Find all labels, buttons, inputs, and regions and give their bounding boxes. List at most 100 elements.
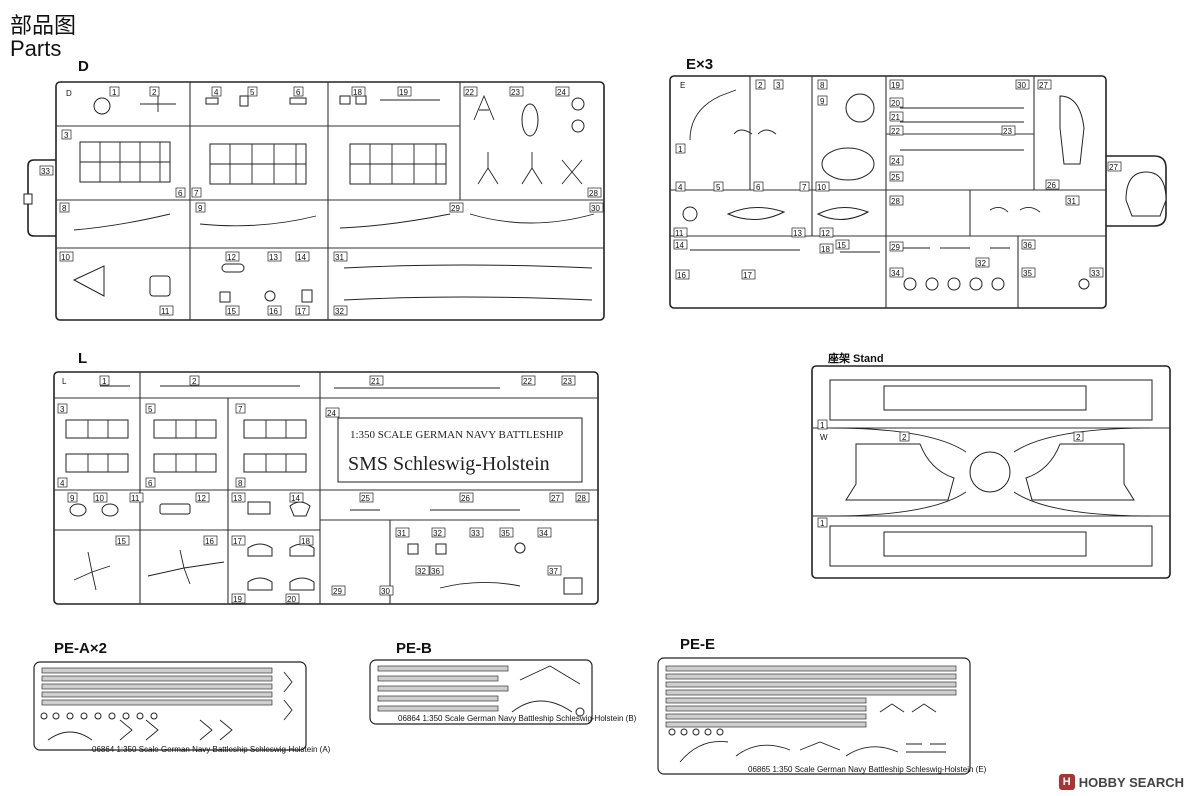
part-d-24: 24 — [557, 88, 566, 97]
part-d-17: 17 — [297, 307, 306, 316]
part-d-29: 29 — [451, 204, 460, 213]
part-e-1: 1 — [678, 145, 683, 154]
pe-label-b: PE-B — [396, 640, 432, 657]
part-l-7: 7 — [238, 405, 243, 414]
watermark-text: HOBBY SEARCH — [1078, 774, 1184, 790]
part-d-23: 23 — [511, 88, 520, 97]
photo-etch-a: 06864 1:350 Scale German Navy Battleship… — [33, 661, 331, 754]
part-e-30: 30 — [1017, 81, 1026, 90]
part-e-29: 29 — [891, 243, 900, 252]
photo-etch-b: 06864 1:350 Scale German Navy Battleship… — [369, 659, 637, 725]
part-d-2: 2 — [152, 88, 157, 97]
part-w-2a: 2 — [902, 433, 907, 442]
part-d-32: 32 — [335, 307, 344, 316]
part-e-11: 11 — [675, 229, 684, 238]
part-d-14: 14 — [297, 253, 306, 262]
part-l-11: 11 — [131, 494, 140, 503]
part-l-6: 6 — [148, 479, 153, 488]
part-e-3: 3 — [776, 81, 781, 90]
part-e-27b: 27 — [1109, 163, 1118, 172]
part-d-3: 3 — [64, 131, 69, 140]
part-e-32: 32 — [977, 259, 986, 268]
part-l-1: 1 — [102, 377, 107, 386]
part-d-11: 11 — [161, 307, 170, 316]
part-e-25: 25 — [891, 173, 900, 182]
part-d-9: 9 — [198, 204, 203, 213]
pe-b-caption: 06864 1:350 Scale German Navy Battleship… — [398, 714, 637, 723]
page-title-en: Parts — [10, 36, 62, 61]
part-l-15: 15 — [117, 537, 126, 546]
part-d-18: 18 — [353, 88, 362, 97]
part-d-13: 13 — [269, 253, 278, 262]
part-d-30: 30 — [591, 204, 600, 213]
part-w-1a: 1 — [820, 421, 825, 430]
part-l-4: 4 — [60, 479, 65, 488]
part-l-30: 30 — [381, 587, 390, 596]
part-e-26: 26 — [1047, 181, 1056, 190]
part-l-22: 22 — [523, 377, 532, 386]
part-e-36: 36 — [1023, 241, 1032, 250]
sprue-label-d: D — [78, 58, 89, 75]
part-l-24: 24 — [327, 409, 336, 418]
part-e-35: 35 — [1023, 269, 1032, 278]
part-l-35: 35 — [501, 529, 510, 538]
part-e-8: 8 — [820, 81, 825, 90]
part-e-4: 4 — [678, 183, 683, 192]
part-e-9: 9 — [820, 97, 825, 106]
sprue-stand: 1 W 2 2 1 — [811, 365, 1171, 579]
part-l-14: 14 — [291, 494, 300, 503]
sprue-l-part-numbers: L 1 2 21 22 23 3 5 7 24 4 6 8 9 10 11 12… — [57, 375, 590, 604]
part-d-8: 8 — [62, 204, 67, 213]
part-d-6b: 6 — [178, 189, 183, 198]
part-e-7: 7 — [802, 183, 807, 192]
hobby-search-logo-icon: H — [1058, 774, 1075, 790]
part-l-16: 16 — [205, 537, 214, 546]
part-d-12: 12 — [227, 253, 236, 262]
sprue-letter-w: W — [820, 433, 828, 442]
part-d-22: 22 — [465, 88, 474, 97]
part-d-16: 16 — [269, 307, 278, 316]
part-e-6: 6 — [756, 183, 761, 192]
part-d-28: 28 — [589, 189, 598, 198]
part-l-9: 9 — [70, 494, 75, 503]
part-l-26: 26 — [461, 494, 470, 503]
part-e-16: 16 — [677, 271, 686, 280]
part-l-12: 12 — [197, 494, 206, 503]
page-title-cn: 部品图 — [10, 13, 77, 38]
part-l-10: 10 — [95, 494, 104, 503]
stand-part-numbers: 1 W 2 2 1 — [817, 419, 1084, 528]
part-l-17: 17 — [233, 537, 242, 546]
part-e-20: 20 — [891, 99, 900, 108]
part-l-32: 32 — [433, 529, 442, 538]
part-l-18: 18 — [301, 537, 310, 546]
part-l-2: 2 — [192, 377, 197, 386]
part-e-5: 5 — [716, 183, 721, 192]
part-l-5: 5 — [148, 405, 153, 414]
part-e-34: 34 — [891, 269, 900, 278]
nameplate-scale-text: 1:350 SCALE GERMAN NAVY BATTLESHIP — [350, 429, 563, 441]
part-d-7: 7 — [194, 189, 199, 198]
part-e-15: 15 — [837, 241, 846, 250]
part-l-31: 31 — [397, 529, 406, 538]
pe-label-e: PE-E — [680, 636, 716, 653]
part-e-2: 2 — [758, 81, 763, 90]
part-e-27: 27 — [1039, 81, 1048, 90]
part-e-31: 31 — [1067, 197, 1076, 206]
sprue-e: E 1 2 3 8 9 19 30 27 20 21 22 23 24 25 2… — [669, 75, 1167, 309]
part-e-23: 23 — [1003, 127, 1012, 136]
sprue-letter-e: E — [680, 81, 685, 90]
nameplate-ship-name: SMS Schleswig-Holstein — [348, 453, 550, 475]
part-e-13: 13 — [793, 229, 802, 238]
sprue-d-part-numbers: D 1 2 4 5 6 18 19 22 23 24 3 6 7 28 33 8… — [39, 86, 604, 316]
part-l-21: 21 — [371, 377, 380, 386]
photo-etch-e: 06865 1:350 Scale German Navy Battleship… — [657, 657, 987, 775]
part-w-1b: 1 — [820, 519, 825, 528]
part-l-36: 36 — [431, 567, 440, 576]
part-d-33: 33 — [41, 167, 50, 176]
part-w-2b: 2 — [1076, 433, 1081, 442]
part-l-13: 13 — [233, 494, 242, 503]
sprue-d: D 1 2 4 5 6 18 19 22 23 24 3 6 7 28 33 8… — [23, 81, 605, 321]
part-d-6: 6 — [296, 88, 301, 97]
part-e-18: 18 — [821, 245, 830, 254]
